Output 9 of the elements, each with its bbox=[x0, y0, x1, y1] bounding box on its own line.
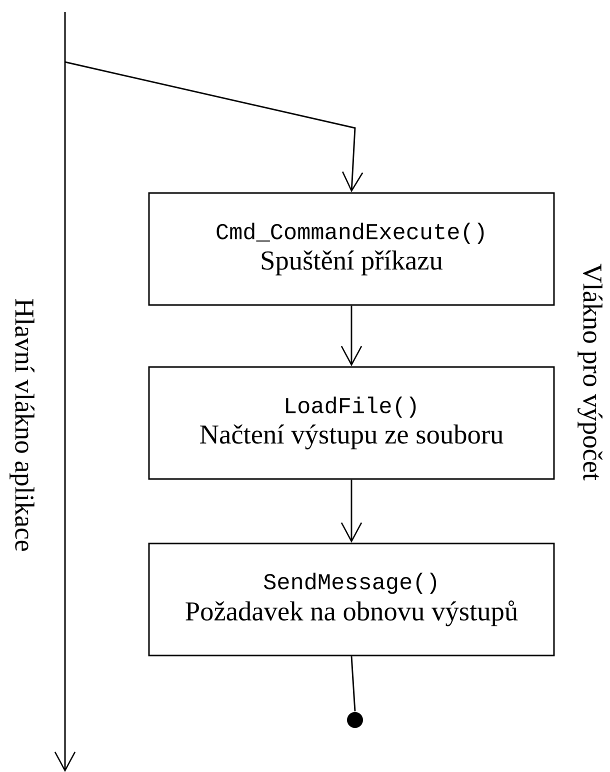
arrow bbox=[340, 306, 362, 366]
thread-label: Vlákno pro výpočet bbox=[578, 264, 602, 480]
thread-label: Hlavní vlákno aplikace bbox=[10, 299, 34, 551]
end-dot bbox=[347, 712, 363, 728]
process-box: Cmd_CommandExecute() Spuštění příkazu bbox=[148, 192, 555, 306]
arrow bbox=[340, 480, 362, 543]
process-box: LoadFile() Načtení výstupu ze souboru bbox=[148, 366, 555, 480]
process-box: SendMessage() Požadavek na obnovu výstupů bbox=[148, 542, 555, 656]
arrow bbox=[64, 61, 364, 192]
